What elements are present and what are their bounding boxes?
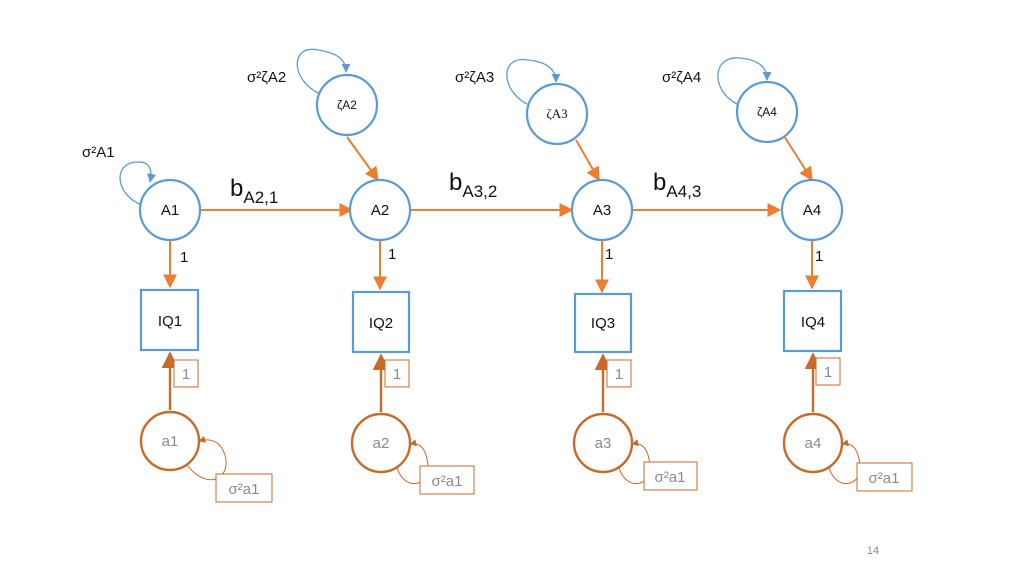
node-error-a2 — [350, 412, 412, 474]
path-arrow-zeta-a3 — [575, 139, 600, 182]
node-a2-label: A2 — [371, 202, 389, 219]
error-loading-label-a3: 1 — [615, 366, 623, 383]
variance-box-error-a4 — [856, 462, 913, 492]
node-iq4 — [782, 289, 843, 353]
node-iq1 — [139, 288, 200, 352]
node-a4-label: A4 — [803, 202, 821, 219]
variance-label-zeta-a2: σ²ζA2 — [247, 69, 286, 86]
variance-label-error-a1: σ²a1 — [229, 481, 260, 498]
variance-label-error-a4: σ²a1 — [869, 470, 900, 487]
variance-label-zeta-a3: σ²ζA3 — [455, 69, 494, 86]
node-zeta-a2-label: ζA2 — [337, 98, 357, 112]
variance-box-error-a1 — [215, 473, 273, 503]
node-zeta-a3-label: ζA3 — [546, 106, 567, 121]
error-loading-label-a4: 1 — [824, 364, 832, 381]
node-error-a3-label: a3 — [595, 435, 612, 452]
node-iq1-label: IQ1 — [158, 313, 182, 330]
path-label-main: b — [653, 169, 666, 196]
node-iq2-label: IQ2 — [369, 315, 393, 332]
node-zeta-a3 — [525, 82, 589, 146]
path-label-main: b — [449, 169, 462, 196]
variance-loop-error-a1 — [184, 435, 227, 481]
node-zeta-a4 — [735, 80, 799, 144]
variance-loop-zeta-a2 — [296, 48, 351, 95]
node-error-a4 — [782, 412, 844, 474]
variance-label-a1: σ²A1 — [82, 144, 115, 161]
variance-loop-a1 — [119, 161, 157, 206]
node-iq3-label: IQ3 — [591, 315, 615, 332]
path-arrow-zeta-a4 — [783, 135, 813, 182]
node-iq4-label: IQ4 — [801, 314, 825, 331]
loading-label-a4: 1 — [815, 248, 823, 265]
variance-loop-error-a2 — [395, 439, 429, 485]
loading-label-a1: 1 — [180, 249, 188, 266]
path-label-main: b — [230, 175, 243, 202]
path-label-a2-1: bA2,1 — [230, 175, 278, 207]
node-iq2 — [351, 290, 411, 354]
variance-label-error-a3: σ²a1 — [655, 469, 686, 486]
node-error-a1 — [139, 410, 201, 472]
error-loading-label-a2: 1 — [393, 366, 401, 383]
node-error-a3 — [572, 412, 634, 474]
loading-label-a3: 1 — [605, 246, 613, 263]
variance-label-zeta-a4: σ²ζA4 — [662, 69, 701, 86]
variance-label-error-a2: σ²a1 — [432, 473, 463, 490]
path-label-sub: A2,1 — [243, 188, 278, 207]
page-number: 14 — [867, 545, 879, 557]
node-zeta-a4-label: ζA4 — [757, 105, 777, 119]
error-loading-box-a3 — [606, 359, 632, 388]
error-loading-label-a1: 1 — [182, 366, 190, 383]
node-iq3 — [573, 292, 633, 354]
variance-box-error-a2 — [419, 465, 475, 495]
node-error-a4-label: a4 — [805, 435, 822, 452]
variance-loop-zeta-a3 — [506, 58, 561, 105]
path-label-a4-3: bA4,3 — [653, 169, 701, 201]
error-loading-box-a1 — [173, 359, 199, 388]
error-loading-box-a2 — [384, 359, 410, 388]
node-error-a2-label: a2 — [373, 435, 390, 452]
node-a3-label: A3 — [593, 202, 611, 219]
node-zeta-a2 — [315, 73, 379, 137]
variance-box-error-a3 — [643, 461, 698, 491]
node-a1-label: A1 — [161, 202, 179, 219]
variance-loop-zeta-a4 — [717, 57, 772, 105]
path-label-sub: A4,3 — [666, 182, 701, 201]
error-loading-box-a4 — [815, 357, 841, 386]
path-label-a3-2: bA3,2 — [449, 169, 497, 201]
path-arrow-zeta-a2 — [346, 136, 379, 182]
loading-label-a2: 1 — [388, 246, 396, 263]
path-label-sub: A3,2 — [462, 182, 497, 201]
node-error-a1-label: a1 — [162, 433, 179, 450]
